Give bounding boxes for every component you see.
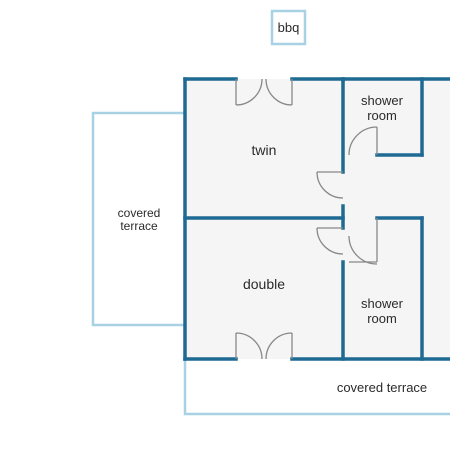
shower-room-bottom-label-line2: room: [367, 311, 397, 326]
twin-hall-door: [316, 171, 344, 199]
double-label: double: [243, 276, 285, 292]
twin-entry-door: [235, 78, 293, 106]
interior-walls: [183, 77, 424, 361]
shower-room-top-label-line1: shower: [361, 93, 404, 108]
exterior-walls: [183, 77, 450, 361]
covered-terrace-bottom-label: covered terrace: [337, 380, 427, 395]
doors: [235, 78, 378, 360]
double-entry-door: [235, 332, 293, 360]
shower-room-top-label-line2: room: [367, 108, 397, 123]
bbq-label: bbq: [278, 20, 300, 35]
covered-terrace-left-label-line1: covered: [118, 206, 161, 220]
bbq-box: [270, 9, 307, 46]
twin-label: twin: [252, 142, 277, 158]
covered-terrace-left-label-line2: terrace: [120, 219, 158, 233]
shower-bottom-door: [348, 218, 378, 265]
shower-room-bottom-label-line1: shower: [361, 296, 404, 311]
double-hall-door: [316, 227, 344, 255]
covered-terrace-left: [91, 111, 187, 327]
covered-terrace-bottom: [183, 359, 450, 416]
shower-top-door: [348, 126, 378, 156]
